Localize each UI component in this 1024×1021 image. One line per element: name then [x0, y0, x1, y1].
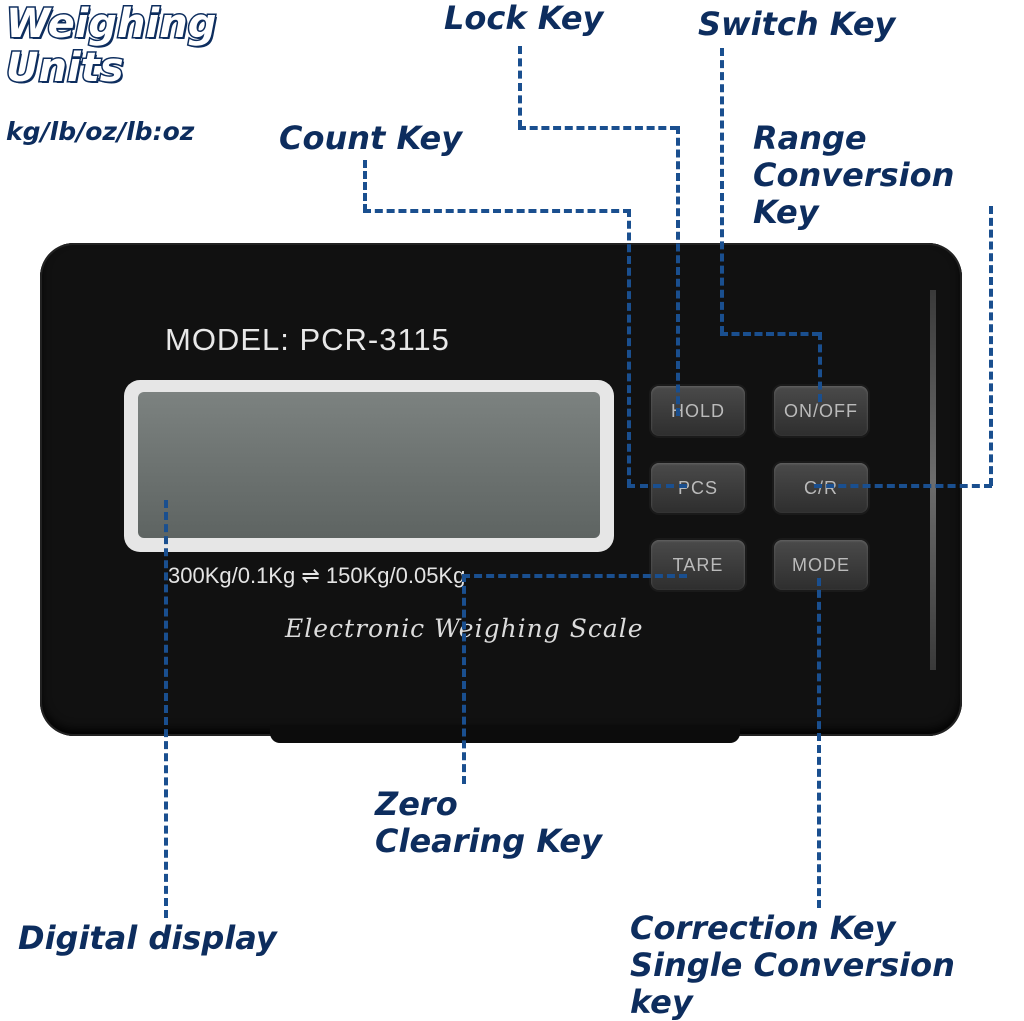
- count-key-label: Count Key: [279, 119, 463, 157]
- zero-line1: Zero: [375, 785, 458, 823]
- correction-key-label: Correction Key Single Conversion key: [630, 910, 1024, 1020]
- switch-key-label: Switch Key: [698, 5, 896, 43]
- model-label: MODEL: PCR-3115: [165, 322, 450, 357]
- digital-display-label: Digital display: [18, 919, 277, 957]
- zero-line2: Clearing Key: [375, 821, 602, 860]
- tare-key[interactable]: TARE: [651, 540, 745, 590]
- lock-line-c: [676, 126, 680, 416]
- device-base: [270, 725, 740, 743]
- range-line-a: [989, 206, 993, 486]
- lock-key-label: Lock Key: [444, 0, 604, 37]
- range-line2: Conversion Key: [753, 155, 955, 231]
- title-line1: Weighing: [4, 1, 217, 48]
- range-line1: Range: [753, 119, 867, 157]
- mode-key[interactable]: MODE: [774, 540, 868, 590]
- switch-line-c: [818, 332, 822, 402]
- display-line: [164, 500, 168, 918]
- switch-line-b: [720, 332, 820, 336]
- hold-key[interactable]: HOLD: [651, 386, 745, 436]
- range-conversion-label: Range Conversion Key: [753, 120, 1024, 230]
- device-side-sheen: [930, 290, 936, 670]
- count-line-b: [363, 209, 631, 213]
- lock-line-b: [518, 126, 678, 130]
- zero-clearing-label: Zero Clearing Key: [375, 786, 602, 860]
- units-list: kg/lb/oz/lb:oz: [6, 117, 195, 146]
- corr-line2: Single Conversion key: [630, 945, 955, 1021]
- switch-line-a: [720, 48, 724, 334]
- pcs-key[interactable]: PCS: [651, 463, 745, 513]
- title-weighing-units: Weighing Units: [4, 1, 217, 92]
- zero-line-a: [462, 574, 687, 578]
- corr-line1: Correction Key: [630, 909, 896, 947]
- count-line-c: [627, 209, 631, 487]
- count-line-a: [363, 160, 367, 212]
- count-line-d: [627, 484, 687, 488]
- c-r-key[interactable]: C/R: [774, 463, 868, 513]
- range-line-b: [814, 484, 992, 488]
- lock-line-a: [518, 46, 522, 128]
- digital-display: [138, 392, 600, 538]
- zero-line-b: [462, 574, 466, 784]
- mode-line: [817, 578, 821, 908]
- range-label: 300Kg/0.1Kg ⇌ 150Kg/0.05Kg: [168, 563, 466, 588]
- title-line2: Units: [4, 45, 125, 92]
